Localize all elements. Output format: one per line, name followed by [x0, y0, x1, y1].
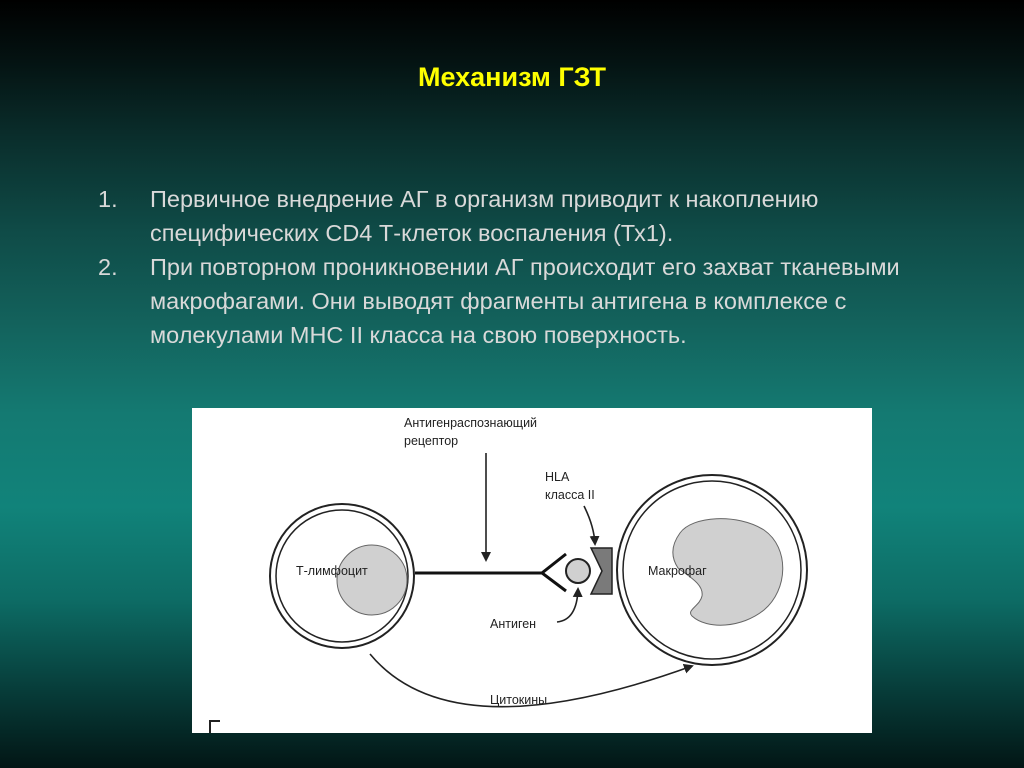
point-2-text: При повторном проникновении АГ происходи…: [150, 254, 900, 348]
point-2-number: 2.: [98, 254, 118, 280]
antigen-shape: [565, 558, 591, 584]
point-1: 1. Первичное внедрение АГ в организм при…: [98, 182, 978, 250]
t-cell-label: Т-лимфоцит: [296, 564, 368, 578]
receptor-fork: [539, 552, 567, 593]
receptor-label-line1: Антигенраспознающий: [404, 416, 537, 430]
t-cell-nucleus: [336, 544, 408, 616]
hla-label-line2: класса II: [545, 488, 595, 502]
hla-molecule: [589, 547, 613, 595]
macrophage-label: Макрофаг: [648, 564, 707, 578]
macrophage-inner-membrane: [622, 480, 802, 660]
t-cell-inner-membrane: [275, 509, 409, 643]
corner-mark: [209, 720, 220, 733]
points-list: 1. Первичное внедрение АГ в организм при…: [98, 182, 978, 352]
diagram-canvas: Т-лимфоцит Макрофаг Антигенраспознающий …: [209, 416, 808, 733]
macrophage-nucleus: [672, 518, 784, 626]
dth-mechanism-diagram: Т-лимфоцит Макрофаг Антигенраспознающий …: [192, 408, 872, 733]
slide-title: Механизм ГЗТ: [418, 62, 606, 92]
antigen-label: Антиген: [490, 617, 536, 631]
antigen-pointer-arrow: [556, 587, 583, 623]
receptor-label-line2: рецептор: [404, 434, 458, 448]
cytokines-arrow: [369, 653, 694, 708]
hla-label-line1: HLA: [545, 470, 570, 484]
point-1-text: Первичное внедрение АГ в организм привод…: [150, 186, 819, 246]
cytokines-label: Цитокины: [490, 693, 547, 707]
point-2: 2. При повторном проникновении АГ происх…: [98, 250, 978, 352]
point-1-number: 1.: [98, 186, 118, 212]
hla-pointer-arrow: [583, 505, 600, 546]
